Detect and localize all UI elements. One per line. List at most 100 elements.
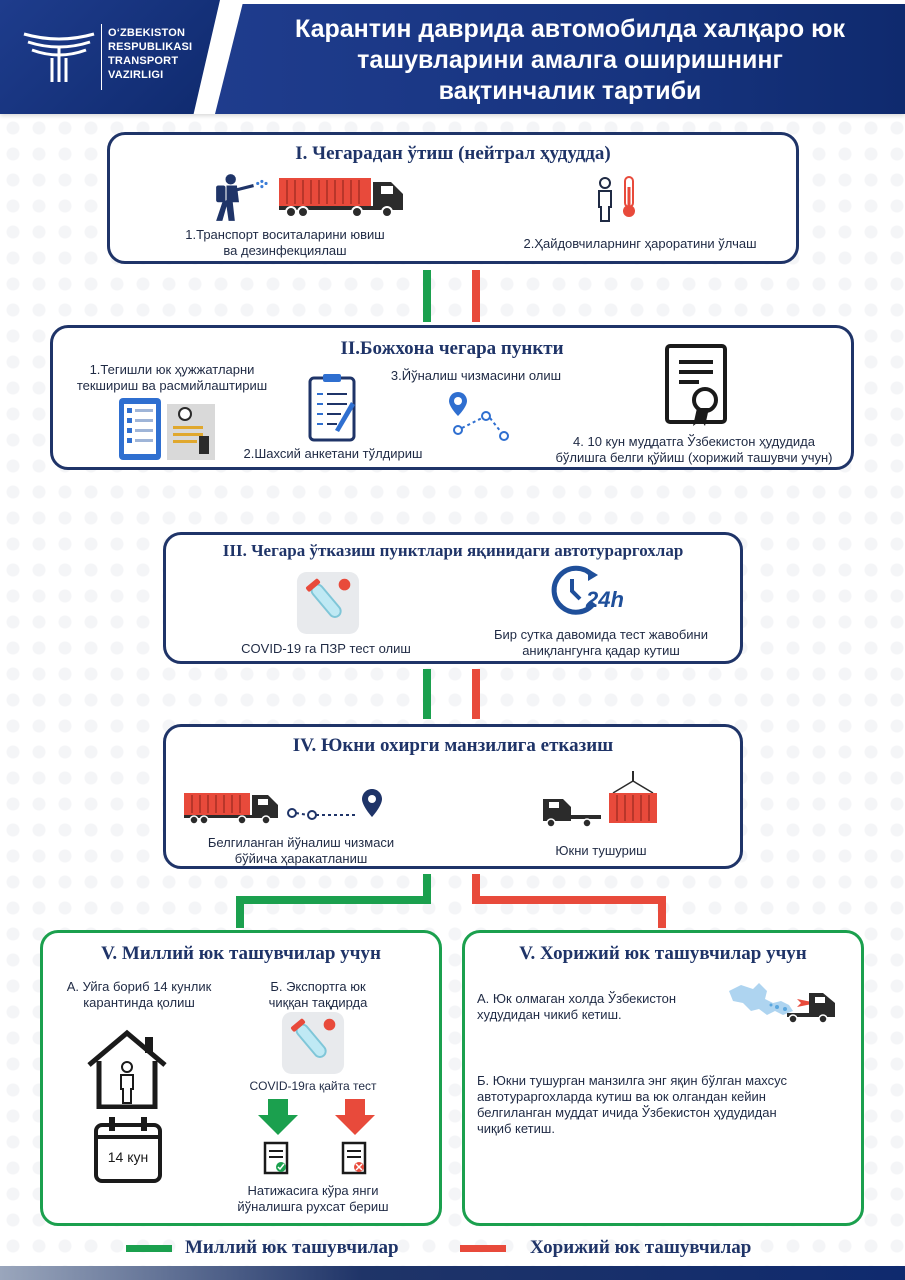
connector-national bbox=[423, 874, 431, 904]
logo-divider bbox=[101, 24, 102, 90]
unloading-icon bbox=[543, 771, 657, 828]
page-title: Карантин даврида автомобилда халқаро юк … bbox=[245, 14, 895, 107]
certificate-icon bbox=[665, 344, 727, 426]
label-line: чиқиб кетиш. bbox=[477, 1121, 555, 1136]
label-line: бўлишга белги қўйиш (хорижий ташувчи учу… bbox=[555, 450, 833, 465]
result-label: Натижасига кўра янги йўналишга рухсат бе… bbox=[213, 1183, 413, 1215]
ministry-name: O‘ZBEKISTON RESPUBLIKASI TRANSPORT VAZIR… bbox=[108, 26, 192, 82]
step-pcr-label: COVID-19 га ПЗР тест олиш bbox=[241, 641, 411, 656]
ministry-name-line: RESPUBLIKASI bbox=[108, 41, 193, 53]
option-export-label: Б. Экспортга юк чиққан тақдирда bbox=[243, 979, 393, 1011]
ministry-name-line: O‘ZBEKISTON bbox=[108, 27, 186, 39]
label-line: ва дезинфекциялаш bbox=[223, 243, 347, 258]
section-title: V. Хорижий юк ташувчилар учун bbox=[519, 943, 807, 964]
uzbekistan-map-icon bbox=[729, 983, 793, 1015]
connector-national bbox=[236, 896, 431, 904]
disinfection-worker-icon bbox=[216, 174, 268, 221]
label-line: 4. 10 кун муддатга Ўзбекистон ҳудудида bbox=[573, 434, 815, 449]
step-route-label: 3.Йўналиш чизмасини олиш bbox=[390, 368, 562, 383]
connector-foreign bbox=[472, 874, 480, 904]
calendar-icon bbox=[94, 1117, 162, 1183]
cargo-truck-icon bbox=[184, 793, 278, 825]
label-line: йўналишга рухсат бериш bbox=[237, 1199, 389, 1214]
calendar-label: 14 кун bbox=[107, 1149, 149, 1165]
ministry-name-line: VAZIRLIGI bbox=[108, 69, 164, 81]
section-title: II.Божхона чегара пункти bbox=[340, 338, 564, 359]
connector-foreign bbox=[472, 896, 666, 904]
connector-foreign bbox=[472, 270, 480, 322]
label-line: Натижасига кўра янги bbox=[247, 1183, 379, 1198]
section-foreign-carriers: V. Хорижий юк ташувчилар учун А. Юк олма… bbox=[462, 930, 864, 1226]
label-line: Бир сутка давомида тест жавобини bbox=[493, 627, 708, 642]
test-tube-icon bbox=[296, 571, 360, 635]
arrow-down-red-icon bbox=[335, 1099, 375, 1135]
step-route-follow-label: Белгиланган йўналиш чизмаси бўйича ҳарак… bbox=[186, 835, 416, 867]
connector-national bbox=[236, 896, 244, 928]
section-title: I. Чегарадан ўтиш (нейтрал ҳудудда) bbox=[295, 143, 611, 164]
section-title: III. Чегара ўтказиш пунктлари яқинидаги … bbox=[222, 541, 684, 560]
step-unload-label: Юкни тушуриш bbox=[555, 843, 647, 858]
step-disinfect-label: 1.Транспорт воситаларини ювиш ва дезинфе… bbox=[140, 227, 430, 259]
house-quarantine-icon bbox=[87, 1029, 167, 1109]
retest-label: COVID-19га қайта тест bbox=[249, 1079, 377, 1093]
step-mark-label: 4. 10 кун муддатга Ўзбекистон ҳудудида б… bbox=[539, 434, 849, 466]
test-tube-icon bbox=[281, 1011, 345, 1075]
step-temperature-label: 2.Ҳайдовчиларнинг ҳароратини ўлчаш bbox=[523, 236, 757, 251]
clock-24h-icon bbox=[551, 565, 598, 615]
option-quarantine-label: А. Уйга бориб 14 кунлик карантинда қолиш bbox=[49, 979, 229, 1011]
label-line: текшириш ва расмийлаштириш bbox=[76, 378, 268, 393]
connector-foreign bbox=[472, 669, 480, 719]
label-line: 1.Транспорт воситаларини ювиш bbox=[185, 227, 385, 242]
legend-national-swatch bbox=[126, 1245, 172, 1252]
arrow-right-red-icon bbox=[797, 999, 817, 1007]
connector-foreign bbox=[658, 896, 666, 928]
title-line: Карантин даврида автомобилда халқаро юк bbox=[295, 15, 845, 43]
rejected-document-icon bbox=[341, 1141, 367, 1175]
legend-national-label: Миллий юк ташувчилар bbox=[185, 1237, 399, 1258]
label-line: карантинда қолиш bbox=[83, 995, 195, 1010]
section-title: V. Миллий юк ташувчилар учун bbox=[101, 943, 381, 964]
label-line: бўйича ҳаракатланиш bbox=[234, 851, 368, 866]
label-line: А. Юк олмаган холда Ўзбекистон bbox=[477, 991, 677, 1006]
title-line: ташувларини амалга оширишнинг bbox=[357, 46, 783, 74]
section-customs: II.Божхона чегара пункти 1.Тегишли юк ҳу… bbox=[50, 325, 854, 470]
header: O‘ZBEKISTON RESPUBLIKASI TRANSPORT VAZIR… bbox=[0, 0, 905, 114]
label-line: Белгиланган йўналиш чизмаси bbox=[207, 835, 395, 850]
label-line: 1.Тегишли юк ҳужжатларни bbox=[89, 362, 255, 377]
section-parking: III. Чегара ўтказиш пунктлари яқинидаги … bbox=[163, 532, 743, 664]
label-line: Б. Юкни тушурган манзилга энг яқин бўлга… bbox=[477, 1073, 788, 1088]
ministry-name-line: TRANSPORT bbox=[108, 55, 179, 67]
label-line: худудидан чикиб кетиш. bbox=[477, 1007, 622, 1022]
label-line: аниқлангунга қадар кутиш bbox=[522, 643, 680, 658]
arrow-down-green-icon bbox=[258, 1099, 298, 1135]
label-line: А. Уйга бориб 14 кунлик bbox=[66, 979, 212, 994]
ministry-logo-icon bbox=[23, 32, 95, 82]
route-map-icon bbox=[449, 392, 509, 441]
title-line: вақтинчалик тартиби bbox=[438, 77, 702, 105]
option-wait-exit-label: Б. Юкни тушурган манзилга энг яқин бўлга… bbox=[477, 1073, 857, 1137]
truck-tractor-icon bbox=[787, 993, 835, 1024]
logo-panel: O‘ZBEKISTON RESPUBLIKASI TRANSPORT VAZIR… bbox=[0, 0, 220, 114]
step-form-label: 2.Шахсий анкетани тўлдириш bbox=[243, 446, 423, 461]
approved-document-icon bbox=[263, 1141, 289, 1175]
person-thermometer-icon bbox=[598, 176, 635, 222]
legend-foreign-label: Хорижий юк ташувчилар bbox=[530, 1237, 752, 1258]
legend-foreign-swatch bbox=[460, 1245, 506, 1252]
clipboard-form-icon bbox=[308, 374, 356, 442]
connector-national bbox=[423, 270, 431, 322]
title-banner: Карантин даврида автомобилда халқаро юк … bbox=[215, 4, 905, 114]
option-exit-label: А. Юк олмаган холда Ўзбекистон худудидан… bbox=[477, 991, 717, 1023]
footer-stripe bbox=[0, 1266, 905, 1280]
step-documents-label: 1.Тегишли юк ҳужжатларни текшириш ва рас… bbox=[67, 362, 277, 394]
container-truck-icon bbox=[279, 178, 403, 218]
step-wait-label: Бир сутка давомида тест жавобини аниқлан… bbox=[456, 627, 746, 659]
section-delivery: IV. Юкни охирги манзилига етказиш Белгил… bbox=[163, 724, 743, 869]
section-title: IV. Юкни охирги манзилига етказиш bbox=[292, 735, 614, 756]
section-national-carriers: V. Миллий юк ташувчилар учун А. Уйга бор… bbox=[40, 930, 442, 1226]
route-pin-icon bbox=[287, 789, 382, 820]
documents-check-icon bbox=[119, 398, 215, 460]
clock-24h-text: 24h bbox=[586, 587, 624, 612]
label-line: белгиланган муддат ичида Ўзбекистон ҳуду… bbox=[477, 1105, 777, 1120]
label-line: чиққан тақдирда bbox=[268, 995, 368, 1010]
section-border-crossing: I. Чегарадан ўтиш (нейтрал ҳудудда) 1.Тр… bbox=[107, 132, 799, 264]
